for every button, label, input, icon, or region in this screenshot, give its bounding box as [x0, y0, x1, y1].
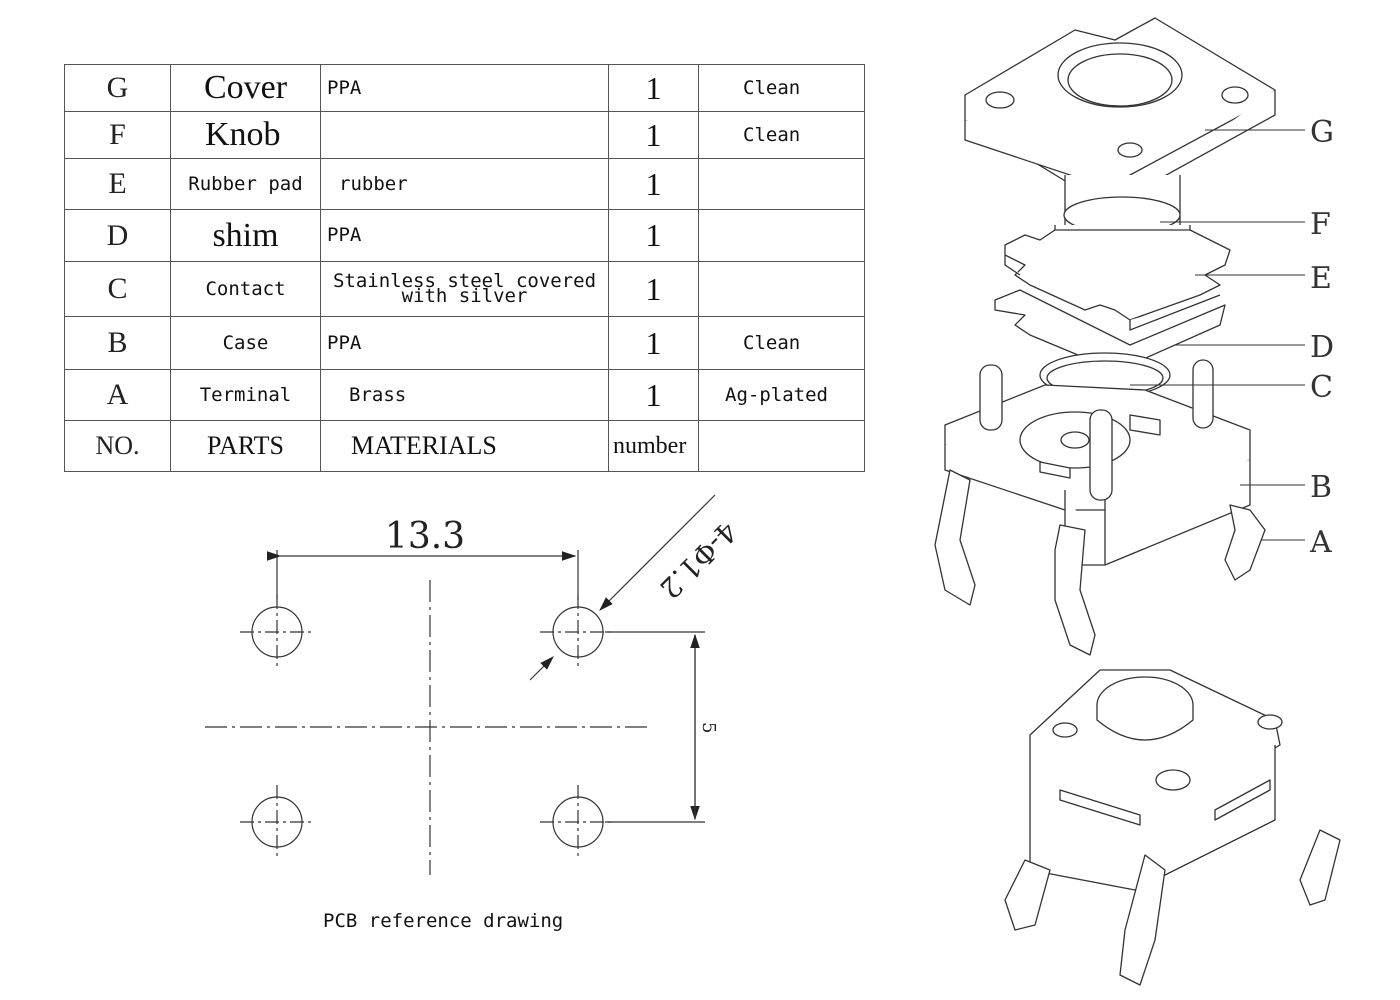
- part-material: PPA: [320, 64, 609, 112]
- part-note: Clean: [698, 111, 865, 159]
- part-note: Clean: [698, 64, 865, 112]
- header-no: NO.: [64, 420, 171, 472]
- table-row: B Case PPA 1 Clean: [64, 316, 865, 370]
- part-name: Terminal: [170, 369, 321, 421]
- part-number: 1: [608, 158, 699, 210]
- diameter-leader: [599, 494, 716, 611]
- part-name: Contact: [170, 261, 321, 317]
- part-no: G: [64, 64, 171, 112]
- part-note: [698, 209, 865, 262]
- dimension-label-horizontal: 13.3: [385, 516, 465, 557]
- dimension-label-vertical: 5: [698, 722, 719, 733]
- pcb-hole: [540, 595, 615, 670]
- exploded-view-drawing: G F E D C B A: [934, 17, 1341, 986]
- callout-g: G: [1310, 115, 1334, 150]
- part-number: 1: [608, 111, 699, 159]
- part-material: rubber: [320, 158, 609, 210]
- parts-table: G Cover PPA 1 Clean F Knob 1 Clean E Rub…: [64, 64, 865, 472]
- part-no: E: [64, 158, 171, 210]
- part-material: [320, 111, 609, 159]
- part-no: A: [64, 369, 171, 421]
- pcb-hole: [240, 785, 315, 860]
- part-number: 1: [608, 209, 699, 262]
- part-name: Knob: [170, 111, 321, 159]
- part-no: F: [64, 111, 171, 159]
- part-material: Stainless steel covered with silver: [320, 261, 609, 317]
- callout-d: D: [1310, 330, 1334, 365]
- part-name: shim: [170, 209, 321, 262]
- part-note: Ag-plated: [698, 369, 865, 421]
- part-no: C: [64, 261, 171, 317]
- part-material: PPA: [320, 316, 609, 370]
- table-row: F Knob 1 Clean: [64, 111, 865, 159]
- part-name: Cover: [170, 64, 321, 112]
- header-parts: PARTS: [170, 420, 321, 472]
- callout-f: F: [1310, 207, 1331, 242]
- table-row: G Cover PPA 1 Clean: [64, 64, 865, 112]
- part-no: D: [64, 209, 171, 262]
- cover-part: [964, 17, 1276, 196]
- table-row: E Rubber pad rubber 1: [64, 158, 865, 210]
- part-number: 1: [608, 261, 699, 317]
- callout-e: E: [1310, 261, 1332, 296]
- part-name: Rubber pad: [170, 158, 321, 210]
- header-materials: MATERIALS: [320, 420, 609, 472]
- pcb-reference-drawing: 13.3 5 4-Φ1.2: [205, 494, 743, 875]
- part-number: 1: [608, 64, 699, 112]
- rubber-pad-part: [1004, 229, 1231, 331]
- part-note: [698, 158, 865, 210]
- part-material: Brass: [320, 369, 609, 421]
- header-number: number: [608, 420, 699, 472]
- part-number: 1: [608, 369, 699, 421]
- part-number: 1: [608, 316, 699, 370]
- pcb-hole: [240, 595, 315, 670]
- terminal-part: [934, 469, 1266, 656]
- part-no: B: [64, 316, 171, 370]
- callout-a: A: [1309, 525, 1332, 560]
- part-note: Clean: [698, 316, 865, 370]
- table-row: A Terminal Brass 1 Ag-plated: [64, 369, 865, 421]
- table-header-row: NO. PARTS MATERIALS number: [64, 420, 865, 472]
- assembled-switch: [1004, 669, 1341, 986]
- hole-diameter-label: 4-Φ1.2: [653, 515, 743, 605]
- pcb-caption: PCB reference drawing: [323, 910, 564, 932]
- case-part: [944, 359, 1251, 566]
- part-material: PPA: [320, 209, 609, 262]
- contact-part: [1039, 352, 1171, 398]
- callout-c: C: [1310, 370, 1333, 405]
- header-empty: [698, 420, 865, 472]
- pcb-hole: [540, 785, 615, 860]
- table-row: C Contact Stainless steel covered with s…: [64, 261, 865, 317]
- part-name: Case: [170, 316, 321, 370]
- part-note: [698, 261, 865, 317]
- callout-b: B: [1310, 470, 1332, 505]
- table-row: D shim PPA 1: [64, 209, 865, 262]
